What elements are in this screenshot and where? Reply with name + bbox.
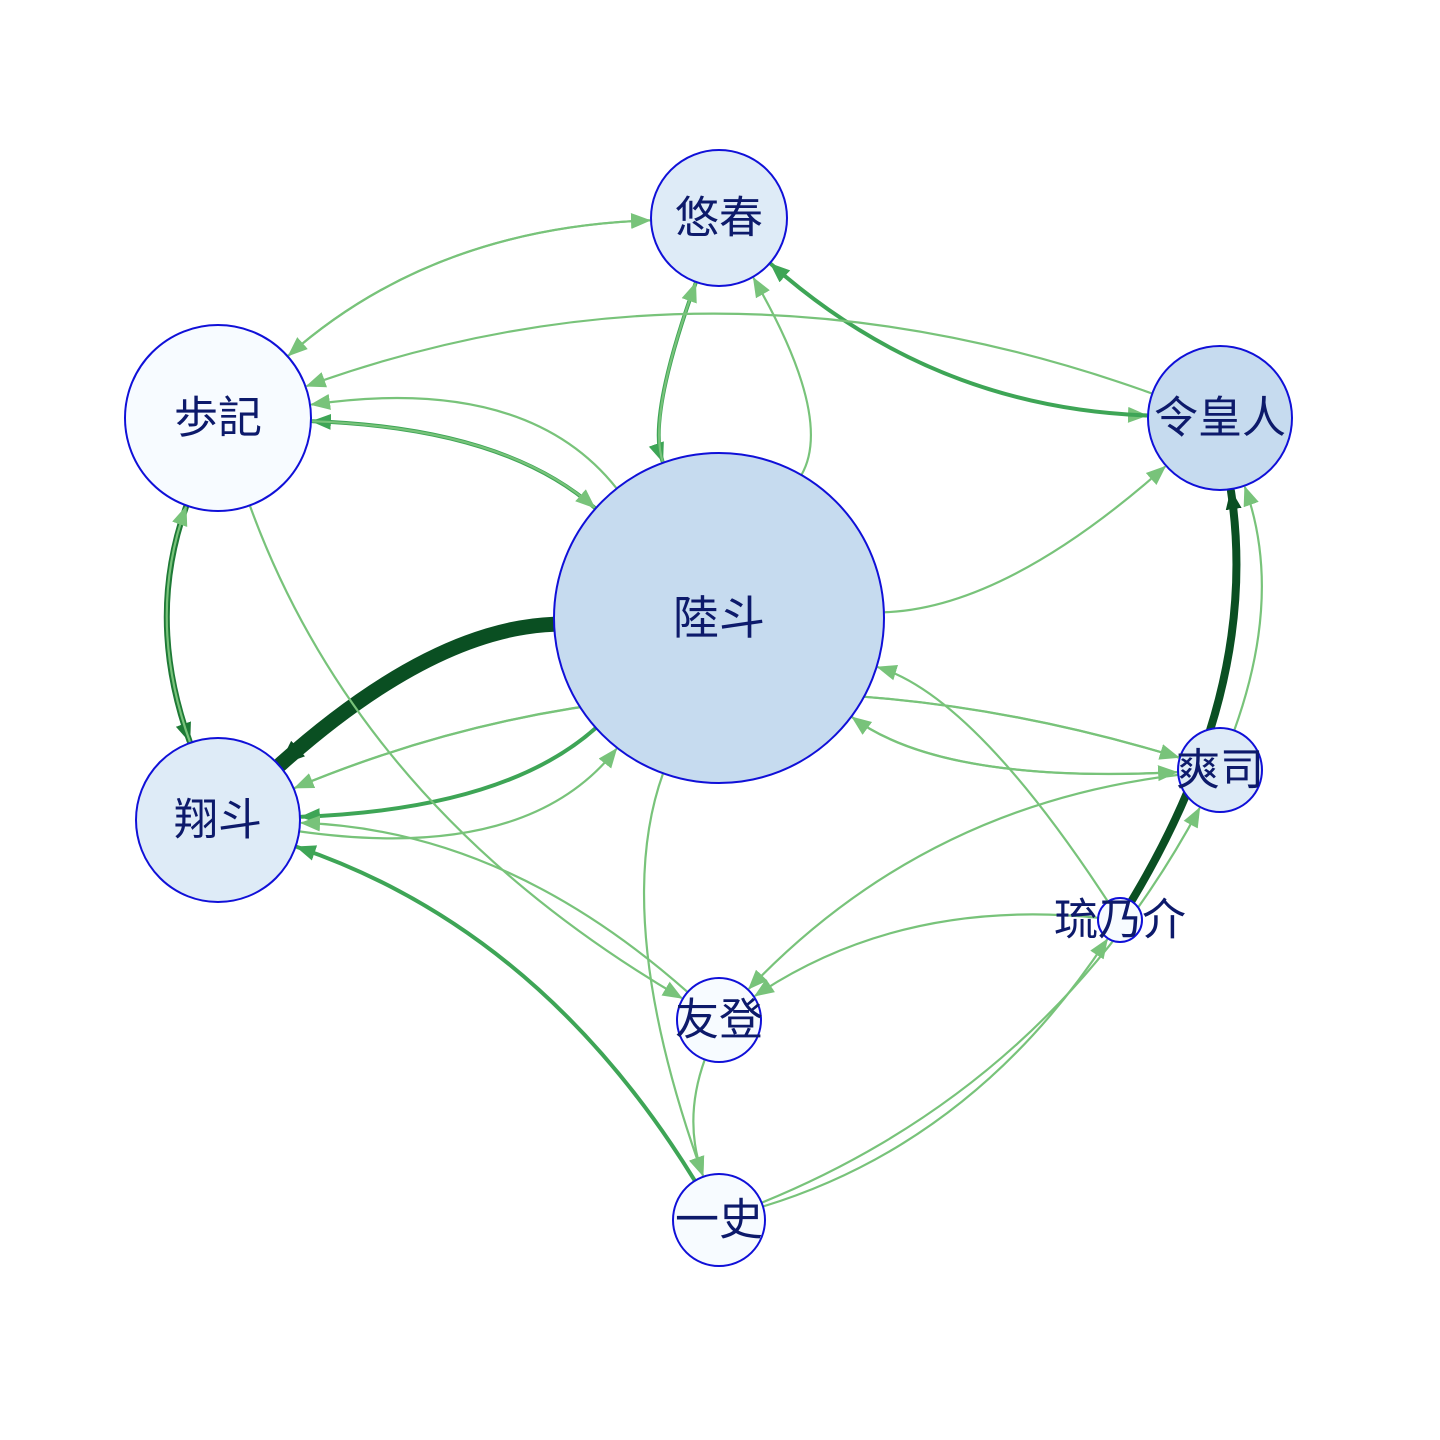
- edge-rikuto-to-kazufumi: [642, 772, 705, 1177]
- node-circle-yuto: [676, 977, 762, 1063]
- node-circle-soji: [1177, 727, 1263, 813]
- edge-reiou-to-ayuki: [305, 312, 1154, 395]
- node-label-soji: 爽司: [1176, 745, 1264, 796]
- edge-rikuto-to-haruka: [658, 282, 697, 464]
- node-ayuki: 歩記: [124, 324, 312, 512]
- node-circle-runosuke: [1097, 897, 1143, 943]
- node-circle-rikuto: [553, 452, 885, 784]
- node-runosuke: 琉乃介: [1054, 895, 1186, 946]
- node-circle-shoto: [135, 737, 301, 903]
- edge-shoto-to-rikuto: [298, 747, 618, 840]
- node-label-yuto: 友登: [675, 995, 763, 1046]
- edge-haruka-to-rikuto: [648, 280, 698, 463]
- edge-haruka-to-ayuki: [287, 219, 653, 357]
- node-yuto: 友登: [675, 977, 763, 1063]
- edge-kazufumi-to-shoto: [295, 845, 697, 1183]
- node-circle-kazufumi: [672, 1173, 766, 1267]
- node-label-ayuki: 歩記: [174, 393, 262, 444]
- edge-shoto-to-ayuki: [165, 505, 192, 744]
- node-label-shoto: 翔斗: [174, 795, 262, 846]
- node-soji: 爽司: [1176, 727, 1264, 813]
- node-haruka: 悠春: [650, 149, 788, 287]
- node-shoto: 翔斗: [135, 737, 301, 903]
- edge-reiou-to-haruka: [769, 262, 1150, 418]
- edge-kazufumi-to-soji: [760, 807, 1201, 1204]
- edge-soji-to-yuto: [748, 773, 1180, 990]
- edge-soji-to-reiou: [1233, 485, 1263, 732]
- node-label-kazufumi: 一史: [675, 1195, 763, 1246]
- node-kazufumi: 一史: [672, 1173, 766, 1267]
- edge-rikuto-to-shoto: [299, 725, 598, 825]
- node-circle-reiou: [1147, 345, 1293, 491]
- node-label-runosuke: 琉乃介: [1054, 895, 1186, 946]
- edge-ayuki-to-haruka: [286, 213, 651, 358]
- node-label-rikuto: 陸斗: [673, 591, 765, 645]
- node-label-reiou: 令皇人: [1154, 393, 1286, 444]
- edge-soji-to-rikuto: [851, 716, 1180, 776]
- node-label-haruka: 悠春: [675, 193, 763, 244]
- edge-ayuki-to-rikuto: [309, 420, 596, 509]
- edge-yuto-to-kazufumi: [689, 1058, 706, 1177]
- edges-layer: [163, 213, 1263, 1208]
- node-rikuto: 陸斗: [553, 452, 885, 784]
- edge-rikuto-to-ayuki: [310, 394, 618, 490]
- node-circle-ayuki: [124, 324, 312, 512]
- edge-rikuto-to-shoto: [273, 616, 562, 772]
- edge-kazufumi-to-runosuke: [761, 938, 1108, 1208]
- edge-runosuke-to-reiou: [1127, 487, 1242, 906]
- node-circle-haruka: [650, 149, 788, 287]
- edge-rikuto-to-reiou: [882, 465, 1167, 614]
- node-reiou: 令皇人: [1147, 345, 1293, 491]
- edge-rikuto-to-soji: [850, 715, 1179, 782]
- edge-ayuki-to-yuto: [248, 504, 683, 999]
- edge-rikuto-to-haruka: [752, 276, 812, 477]
- edge-runosuke-to-yuto: [753, 913, 1100, 997]
- edge-runosuke-to-rikuto: [876, 664, 1109, 903]
